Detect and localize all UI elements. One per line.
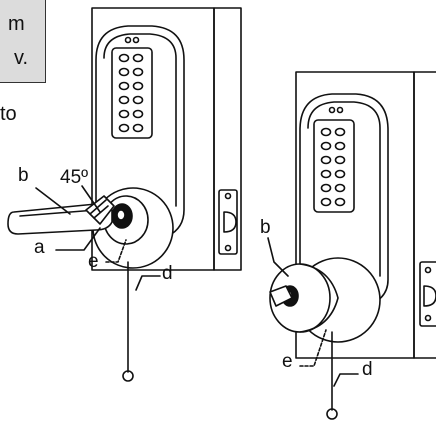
leader-e-right xyxy=(299,329,327,367)
right-cable-ring xyxy=(326,408,338,420)
left-lock-assembly xyxy=(7,7,242,382)
note-text-line-2: v. xyxy=(14,47,29,69)
left-top-screw-1 xyxy=(124,36,132,44)
label-e-left: e xyxy=(88,251,99,272)
right-lock-assembly xyxy=(267,71,436,420)
left-door-edge xyxy=(213,7,242,271)
right-key xyxy=(269,285,293,307)
label-b-right: b xyxy=(260,217,271,238)
leader-d-right xyxy=(333,373,359,387)
leader-b-left xyxy=(35,187,71,215)
note-box xyxy=(0,0,46,83)
right-latch-plate xyxy=(419,261,436,327)
left-cable-ring xyxy=(122,370,134,382)
leader-a-left xyxy=(55,227,101,251)
left-latch-screw-top xyxy=(224,192,232,200)
left-keypad xyxy=(111,47,153,139)
left-latch-plate xyxy=(218,189,238,255)
leader-b-right xyxy=(267,237,289,277)
label-a-left: a xyxy=(34,237,45,258)
left-latch-screw-bottom xyxy=(224,244,232,252)
right-keypad-buttons xyxy=(320,127,346,207)
label-e-right: e xyxy=(282,351,293,372)
left-key xyxy=(85,195,115,225)
leader-e-left xyxy=(105,239,127,263)
leader-angle xyxy=(81,185,101,213)
label-d-left: d xyxy=(162,263,173,284)
label-angle: 45º xyxy=(60,167,89,188)
body-text-fragment: to xyxy=(0,103,17,125)
left-latch-bolt xyxy=(223,211,237,233)
left-top-screw-2 xyxy=(132,36,140,44)
left-keypad-buttons xyxy=(118,53,144,133)
note-text-line-1: m xyxy=(8,13,25,35)
left-housing-inner-edge xyxy=(103,33,177,207)
label-d-right: d xyxy=(362,359,373,380)
label-b-left: b xyxy=(18,165,29,186)
right-door-edge xyxy=(413,71,436,359)
right-keypad xyxy=(313,119,355,213)
leader-d-left xyxy=(135,275,161,291)
